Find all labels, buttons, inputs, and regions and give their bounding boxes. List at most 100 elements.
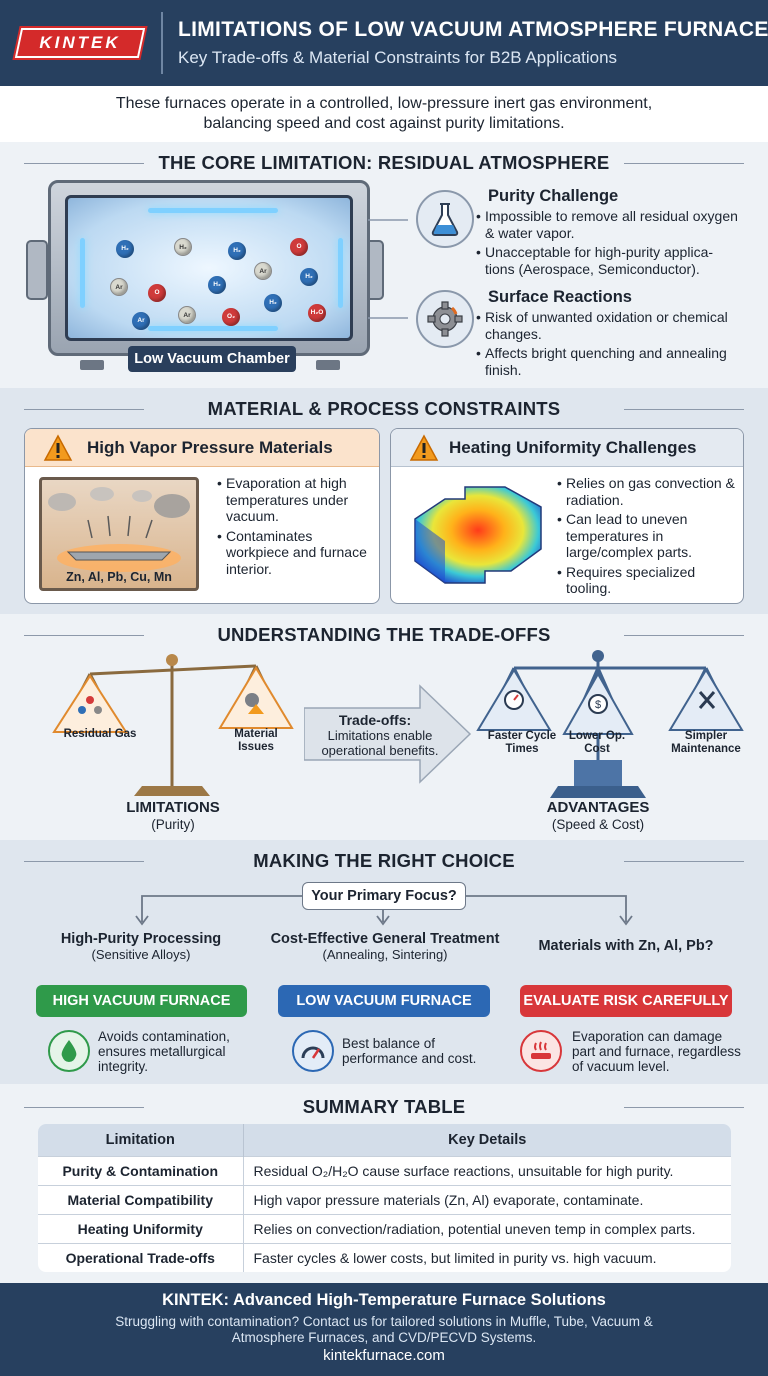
tradeoff-arrow-text: Limitations enable operational benefits. [321, 728, 439, 758]
low-vacuum-chamber: H₂ H₂ H₂ O Ar O H₂ Ar H₂ Ar O₂ H₂ H₂O Ar [48, 180, 370, 356]
vapor-bullet-1: Evaporation at high temperatures under v… [217, 475, 371, 525]
material-issues-icon [245, 693, 264, 714]
chamber-interior: H₂ H₂ H₂ O Ar O H₂ Ar H₂ Ar O₂ H₂ H₂O Ar [65, 195, 353, 341]
option-cost-effective-heading: Cost-Effective General Treatment(Anneali… [270, 931, 500, 962]
heating-bullet-1: Relies on gas convection & radiation. [557, 475, 737, 508]
molecule: Ar [254, 262, 272, 280]
surface-reactions-list: Risk of unwanted oxidation or chemical c… [476, 309, 738, 381]
low-vacuum-description: Best balance of performance and cost. [342, 1036, 477, 1066]
table-cell-details: Residual O₂/H₂O cause surface reactions,… [243, 1155, 731, 1185]
vapor-pressure-card: High Vapor Pressure Materials Zn, Al, Pb… [24, 428, 380, 604]
gauge-icon [292, 1030, 334, 1072]
table-cell-details: Relies on convection/radiation, potentia… [243, 1213, 731, 1243]
high-purity-description: Avoids contamination, ensures metallurgi… [98, 1029, 230, 1074]
decision-tree-lines [135, 895, 633, 926]
chamber-connector-lines [368, 219, 408, 319]
column-header-key-details: Key Details [243, 1124, 731, 1156]
advantages-label: ADVANTAGES [546, 799, 650, 816]
chamber-light-right [338, 238, 343, 308]
chamber-left-handle [26, 240, 48, 300]
purity-challenge-title: Purity Challenge [488, 187, 619, 205]
heating-card-list: Relies on gas convection & radiation. Ca… [557, 475, 737, 600]
table-cell-details: High vapor pressure materials (Zn, Al) e… [243, 1184, 731, 1214]
vapor-metals-label: Zn, Al, Pb, Cu, Mn [66, 570, 172, 584]
molecule: H₂O [308, 304, 326, 322]
warning-icon [43, 434, 73, 461]
tradeoffs-section-title: UNDERSTANDING THE TRADE-OFFS [24, 624, 744, 646]
residual-gas-icon [78, 696, 102, 714]
footer-website-link[interactable]: kintekfurnace.com [323, 1347, 445, 1364]
table-header-row: Limitation Key Details [38, 1124, 731, 1156]
molecule: H₂ [174, 238, 192, 256]
surface-bullet-2: Affects bright quenching and annealing f… [476, 345, 738, 378]
high-vacuum-furnace-button[interactable]: HIGH VACUUM FURNACE [36, 985, 247, 1017]
summary-section-title: SUMMARY TABLE [24, 1096, 744, 1118]
molecule: O [290, 238, 308, 256]
footer-body: Struggling with contamination? Contact u… [115, 1314, 653, 1345]
chamber-foot-right [316, 360, 340, 370]
water-drop-icon [48, 1030, 90, 1072]
molecule: H₂ [264, 294, 282, 312]
limitations-sublabel: (Purity) [151, 817, 195, 832]
advantages-scale: $ [476, 650, 744, 798]
page-title: LIMITATIONS OF LOW VACUUM ATMOSPHERE FUR… [178, 18, 768, 41]
table-cell-limitation: Material Compatibility [38, 1184, 244, 1214]
flask-icon [416, 190, 474, 248]
molecule: Ar [132, 312, 150, 330]
molecule: H₂ [228, 242, 246, 260]
evaporation-illustration: Zn, Al, Pb, Cu, Mn [39, 477, 199, 591]
intro-text: These furnaces operate in a controlled, … [0, 86, 768, 142]
tradeoff-arrow-title: Trade-offs: [338, 712, 412, 728]
limitations-scale [52, 654, 294, 796]
heating-card-title: Heating Uniformity Challenges [449, 438, 697, 457]
lower-cost-label: Lower Op. Cost [568, 730, 626, 755]
gear-icon [416, 290, 474, 348]
molecule: H₂ [208, 276, 226, 294]
kintek-logo[interactable]: KINTEK [14, 28, 146, 58]
residual-gas-label: Residual Gas [63, 728, 137, 740]
molecule: Ar [110, 278, 128, 296]
simpler-maintenance-label: Simpler Maintenance [671, 730, 741, 755]
warning-icon [409, 434, 439, 461]
summary-table: Limitation Key Details Purity & Contamin… [38, 1124, 731, 1272]
footer-banner: KINTEK: Advanced High-Temperature Furnac… [0, 1283, 768, 1376]
option-zn-al-pb-heading: Materials with Zn, Al, Pb? [538, 938, 714, 954]
material-issues-label: Material Issues [234, 728, 278, 753]
purity-challenge-list: Impossible to remove all residual oxygen… [476, 208, 738, 280]
logo-text: KINTEK [39, 33, 121, 52]
heating-bullet-3: Requires specialized tooling. [557, 564, 737, 597]
evaluate-risk-description: Evaporation can damage part and furnace,… [572, 1029, 741, 1074]
table-cell-details: Faster cycles & lower costs, but limited… [243, 1242, 731, 1272]
low-vacuum-furnace-button[interactable]: LOW VACUUM FURNACE [278, 985, 490, 1017]
purity-bullet-2: Unacceptable for high-purity applica-tio… [476, 244, 738, 277]
molecule: O₂ [222, 308, 240, 326]
option-high-purity-heading: High-Purity Processing(Sensitive Alloys) [60, 931, 222, 962]
table-row: Operational Trade-offs Faster cycles & l… [38, 1242, 731, 1272]
primary-focus-question: Your Primary Focus? [302, 882, 466, 910]
table-cell-limitation: Operational Trade-offs [38, 1242, 244, 1272]
stopwatch-icon [504, 690, 524, 710]
table-row: Material Compatibility High vapor pressu… [38, 1184, 731, 1214]
svg-text:$: $ [595, 699, 601, 711]
molecule: O [148, 284, 166, 302]
heating-bullet-2: Can lead to uneven temperatures in large… [557, 511, 737, 561]
evaluate-risk-button[interactable]: EVALUATE RISK CAREFULLY [520, 985, 732, 1017]
molecule: H₂ [116, 240, 134, 258]
surface-reactions-title: Surface Reactions [488, 288, 632, 306]
column-header-limitation: Limitation [38, 1124, 244, 1156]
chamber-light-bottom [148, 326, 278, 331]
vapor-card-list: Evaporation at high temperatures under v… [217, 475, 371, 580]
table-cell-limitation: Heating Uniformity [38, 1213, 244, 1243]
table-cell-limitation: Purity & Contamination [38, 1155, 244, 1185]
header-divider [161, 12, 163, 74]
tools-icon [698, 691, 716, 709]
chamber-foot-left [80, 360, 104, 370]
vapor-bullet-2: Contaminates workpiece and furnace inter… [217, 528, 371, 578]
constraints-section-title: MATERIAL & PROCESS CONSTRAINTS [24, 398, 744, 420]
header-banner: KINTEK LIMITATIONS OF LOW VACUUM ATMOSPH… [0, 0, 768, 86]
intro-line-1: These furnaces operate in a controlled, … [115, 95, 653, 112]
molecule: Ar [178, 306, 196, 324]
purity-bullet-1: Impossible to remove all residual oxygen… [476, 208, 738, 241]
heating-uniformity-card: Heating Uniformity Challenges Relies on … [390, 428, 744, 604]
choice-section-title: MAKING THE RIGHT CHOICE [24, 850, 744, 872]
